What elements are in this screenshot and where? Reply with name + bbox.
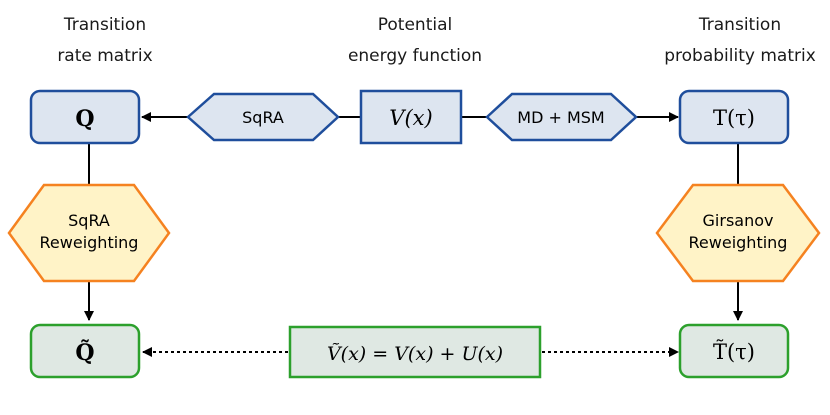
header-rate-matrix: Transition rate matrix: [20, 10, 190, 72]
method-girsanov-reweighting-hexagon: [655, 183, 821, 283]
node-v-label: V(x): [389, 106, 432, 130]
method-sqra-reweighting-line1: SqRA: [68, 211, 110, 230]
method-girsanov-reweighting-line2: Reweighting: [689, 233, 788, 252]
header-rate-matrix-line2: rate matrix: [57, 46, 153, 66]
header-potential-line1: Potential: [377, 15, 453, 35]
node-q-box: [29, 89, 141, 145]
method-sqra-hexagon: [186, 92, 340, 142]
method-sqra-label: SqRA: [242, 108, 284, 127]
header-potential-line2: energy function: [347, 46, 483, 66]
header-probability-line2: probability matrix: [664, 46, 816, 66]
node-t-label: T(τ): [713, 106, 755, 130]
node-v-box: [359, 89, 463, 145]
node-q-tilde-box: [29, 323, 141, 379]
header-rate-matrix-line1: Transition: [63, 15, 147, 35]
header-probability-matrix: Transition probability matrix: [655, 10, 825, 72]
node-q-label: Q: [75, 106, 94, 132]
method-md-msm-hexagon: [485, 92, 638, 142]
header-probability-line1: Transition: [698, 15, 782, 35]
node-t-tilde-box: [678, 323, 790, 379]
method-sqra-reweighting-line2: Reweighting: [40, 233, 139, 252]
method-md-msm-label: MD + MSM: [517, 108, 604, 127]
method-girsanov-reweighting-line1: Girsanov: [703, 211, 774, 230]
node-q-tilde-label: Q̃: [75, 340, 94, 366]
node-v-tilde-label: Ṽ(x) = V(x) + U(x): [327, 343, 503, 365]
node-t-box: [678, 89, 790, 145]
node-t-tilde-label: T̃(τ): [713, 340, 755, 364]
node-v-tilde-box: [288, 325, 542, 379]
header-potential-energy: Potential energy function: [320, 10, 510, 72]
method-sqra-reweighting-hexagon: [7, 183, 171, 283]
